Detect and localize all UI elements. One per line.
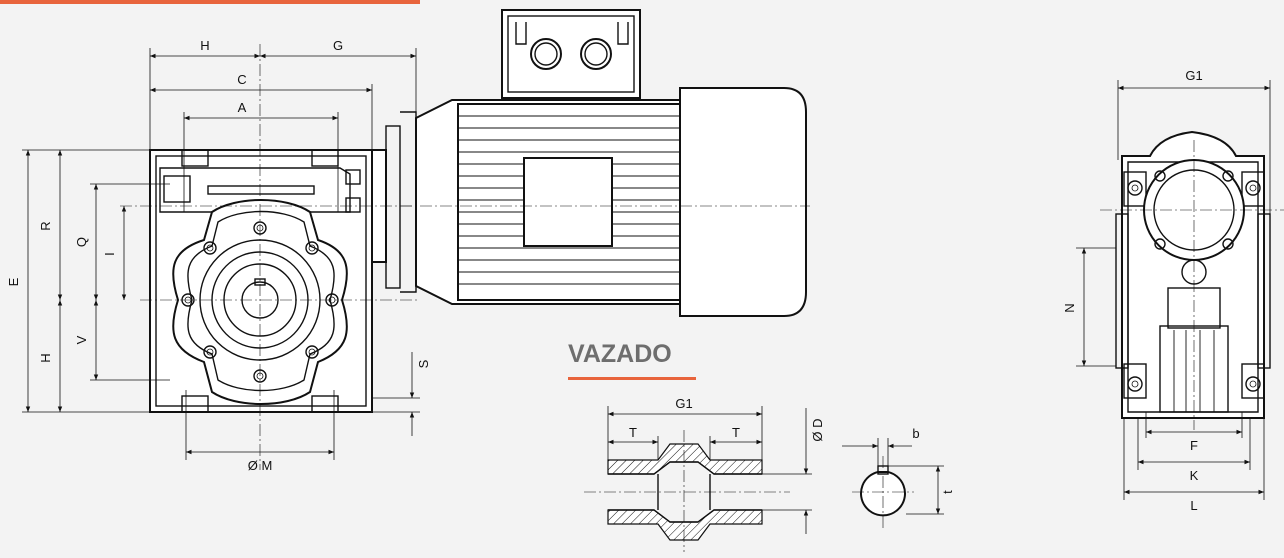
dim-label-Q: Q: [74, 237, 89, 247]
dim-label-L: L: [1190, 498, 1197, 513]
keyway-detail: [842, 438, 944, 528]
dim-label-F: F: [1190, 438, 1198, 453]
dim-label-G: G: [333, 38, 343, 53]
dim-label-S: S: [416, 359, 431, 368]
vazado-title: VAZADO: [568, 340, 672, 368]
dim-label-V: V: [74, 335, 89, 344]
dim-label-A: A: [238, 100, 247, 115]
dim-label-OM: Ø M: [248, 458, 273, 473]
dim-label-T-right: T: [732, 425, 740, 440]
gearbox-front-view: [120, 44, 420, 470]
dim-label-R: R: [38, 221, 53, 230]
dim-label-E: E: [6, 277, 21, 286]
motor-side-view: [400, 9, 810, 317]
dim-label-G1-top: G1: [1185, 68, 1202, 83]
right-dimensions: [1076, 80, 1271, 500]
dim-label-OD: Ø D: [810, 418, 825, 441]
dim-label-N: N: [1062, 303, 1077, 312]
dim-label-H: H: [200, 38, 209, 53]
left-dimensions: [22, 48, 420, 460]
hollow-shaft-section: [584, 430, 790, 552]
top-accent-bar: [0, 0, 420, 4]
dim-label-C: C: [237, 72, 246, 87]
dim-label-t: t: [940, 490, 955, 494]
gearbox-side-view: [1100, 130, 1284, 430]
dim-label-K: K: [1190, 468, 1199, 483]
dim-label-H-lower: H: [38, 353, 53, 362]
dim-label-G1-shaft: G1: [675, 396, 692, 411]
dim-label-I: I: [102, 252, 117, 256]
vazado-underline: [568, 377, 696, 380]
dim-label-T-left: T: [629, 425, 637, 440]
hollow-shaft-dimensions: [607, 406, 812, 534]
dim-label-b: b: [912, 426, 919, 441]
